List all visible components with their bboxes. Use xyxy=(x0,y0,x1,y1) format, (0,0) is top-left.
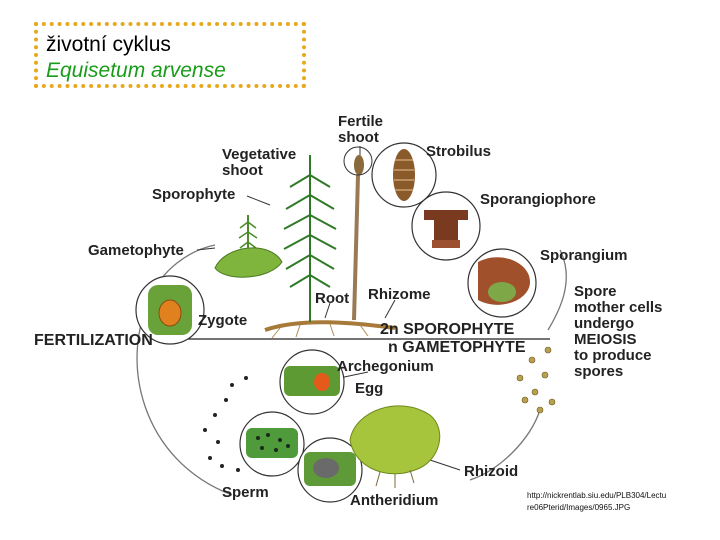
sporangiophore-circle xyxy=(411,191,481,261)
vegetative-shoot-illustration xyxy=(283,155,337,322)
label-2n-sporophyte: 2n SPOROPHYTE xyxy=(380,321,515,338)
fertile-shoot-illustration xyxy=(343,146,373,321)
label-rhizome: Rhizome xyxy=(368,286,431,303)
label-sporangium: Sporangium xyxy=(540,247,628,264)
label-sporangiophore: Sporangiophore xyxy=(480,191,596,208)
title-line-2: Equisetum arvense xyxy=(46,59,226,82)
source-url: http://nickrentlab.siu.edu/PLB304/Lectu … xyxy=(527,491,667,512)
label-archegonium: Archegonium xyxy=(337,358,434,375)
antheridium-circle xyxy=(297,437,363,503)
label-root: Root xyxy=(315,290,350,307)
label-fertile-shoot: Fertile shoot xyxy=(338,113,384,146)
label-antheridium: Antheridium xyxy=(350,492,439,509)
label-sperm: Sperm xyxy=(222,484,269,501)
label-meiosis: Spore mother cells undergo MEIOSIS to pr… xyxy=(574,283,663,380)
young-sporophyte-illustration xyxy=(214,215,283,278)
label-egg: Egg xyxy=(355,380,384,397)
zygote-circle xyxy=(135,275,205,345)
strobilus-circle xyxy=(371,142,437,208)
sperm-circle xyxy=(239,411,305,477)
spores xyxy=(516,346,556,414)
title-line-1: životní cyklus xyxy=(46,33,171,56)
label-fertilization: FERTILIZATION xyxy=(34,332,153,349)
archegonium-circle xyxy=(279,349,345,415)
soil-rhizome xyxy=(264,320,396,332)
cycle-arc-bottom xyxy=(469,409,541,481)
swimming-sperm xyxy=(203,376,248,472)
label-zygote: Zygote xyxy=(198,312,248,329)
label-rhizoid: Rhizoid xyxy=(464,463,519,480)
label-vegetative-shoot: Vegetative shoot xyxy=(222,146,297,179)
title-box: životní cyklus Equisetum arvense xyxy=(34,22,306,88)
label-sporophyte: Sporophyte xyxy=(152,186,236,203)
label-n-gametophyte: n GAMETOPHYTE xyxy=(388,339,526,356)
cycle-arc-right xyxy=(547,249,567,331)
label-gametophyte: Gametophyte xyxy=(88,242,184,259)
label-strobilus: Strobilus xyxy=(426,143,492,160)
sporangium-circle xyxy=(467,248,537,318)
gametophyte-illustration xyxy=(349,405,441,488)
